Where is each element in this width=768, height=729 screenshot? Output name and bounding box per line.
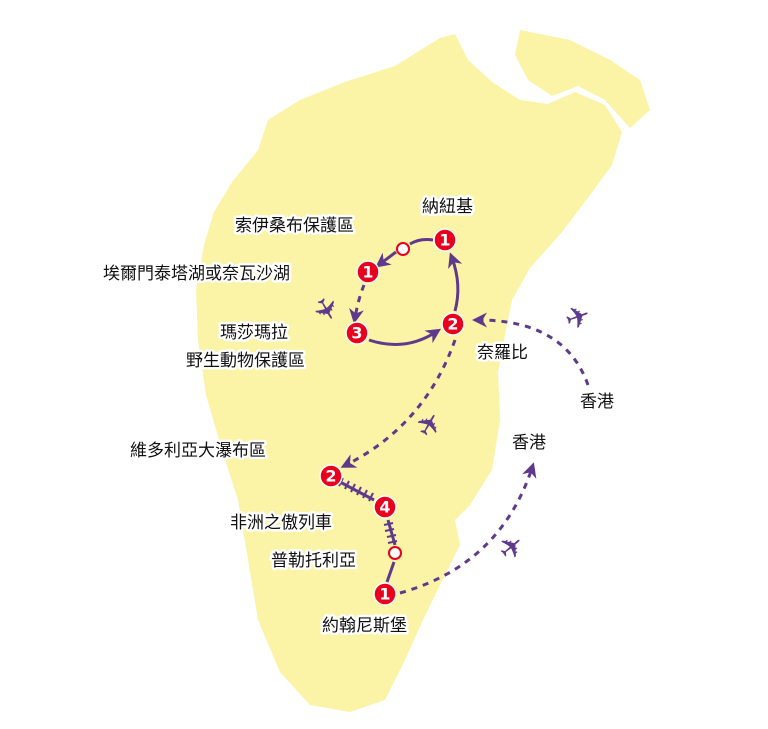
label-rovos-rail: 非洲之傲列車: [230, 513, 332, 533]
label-johannesburg: 約翰尼斯堡: [322, 616, 407, 636]
marker-rovos-rail[interactable]: 4: [373, 495, 397, 519]
marker-johannesburg[interactable]: 1: [373, 582, 397, 606]
route-lakes-to-masai-mara: [349, 284, 366, 324]
label-pretoria: 普勒托利亞: [271, 551, 356, 571]
marker-number: 2: [447, 315, 458, 334]
label-masai-mara: 瑪莎瑪拉: [220, 323, 288, 343]
marker-number: 1: [439, 231, 450, 250]
route-johannesburg-to-hongkong: [399, 462, 537, 595]
marker-number: 1: [379, 585, 390, 604]
label-nairobi: 奈羅比: [477, 343, 528, 363]
route-waypoint-to-lakes: [375, 250, 397, 268]
marker-victoria-falls[interactable]: 2: [319, 464, 343, 488]
pretoria-dot[interactable]: [388, 546, 402, 560]
marker-nairobi[interactable]: 2: [441, 312, 465, 336]
rail-route: [338, 477, 398, 583]
africa-landmass: [196, 34, 622, 712]
label-hong-kong-arrival: 香港: [580, 392, 614, 412]
marker-number: 1: [362, 263, 373, 282]
label-masai-mara-reserve: 野生動物保護區: [186, 351, 305, 371]
route-masai-mara-to-nairobi: [368, 328, 442, 346]
arabian-landmass: [515, 30, 650, 128]
waypoint-dot: [396, 242, 410, 256]
marker-number: 2: [325, 467, 336, 486]
route-nanyuki-to-waypoint: [409, 238, 434, 246]
plane-icon: ✈: [560, 297, 596, 338]
marker-masai-mara[interactable]: 3: [345, 321, 369, 345]
route-hongkong-to-nairobi: [472, 312, 590, 386]
plane-icon: ✈: [491, 527, 533, 570]
label-hong-kong-departure: 香港: [512, 433, 546, 453]
label-victoria-falls: 維多利亞大瀑布區: [130, 441, 266, 461]
marker-number: 3: [351, 324, 362, 343]
route-nairobi-to-nanyuki: [448, 252, 463, 312]
label-soysambu: 索伊桑布保護區: [235, 216, 354, 236]
label-lakes: 埃爾門泰塔湖或奈瓦沙湖: [103, 264, 290, 284]
marker-number: 4: [379, 498, 390, 517]
marker-nanyuki[interactable]: 1: [433, 228, 457, 252]
route-nairobi-to-victoria-falls: [340, 339, 457, 468]
label-nanyuki: 納紐基: [422, 197, 473, 217]
marker-lakes[interactable]: 1: [356, 260, 380, 284]
